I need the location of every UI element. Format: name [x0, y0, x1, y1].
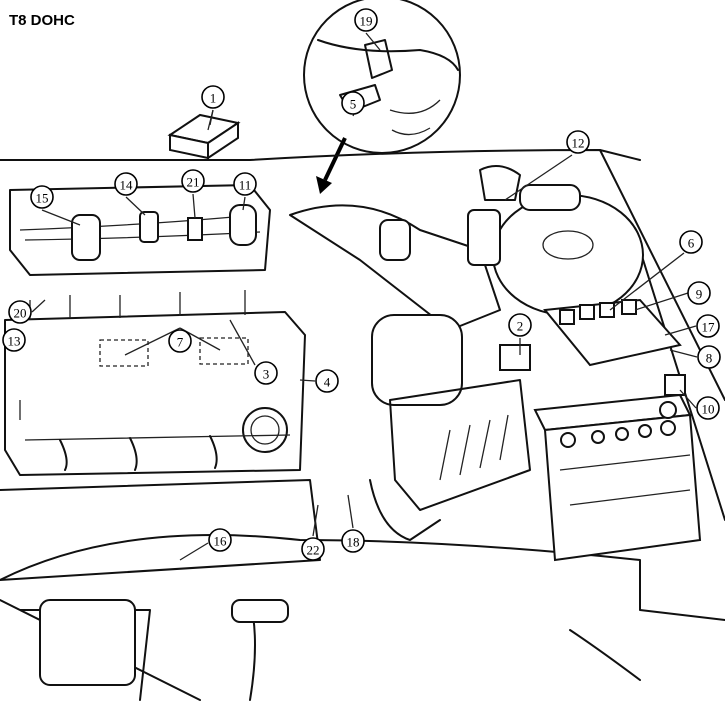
- callout-circle: [168, 329, 192, 353]
- callout-number: 8: [706, 351, 713, 366]
- fuse-relay-box: [499, 298, 686, 396]
- callout-circle: [254, 361, 278, 385]
- callout-circle: [233, 172, 257, 196]
- leader-lines: [31, 32, 698, 561]
- callout-circle: [30, 185, 54, 209]
- callout-13: 13: [2, 328, 26, 352]
- diagram-title: T8 DOHC: [9, 12, 75, 29]
- valve-cover: [4, 290, 306, 476]
- callout-4: 4: [315, 369, 339, 393]
- callout-number: 9: [696, 287, 703, 302]
- callout-number: 19: [360, 14, 373, 29]
- callout-number: 22: [307, 543, 320, 558]
- callout-circle: [315, 369, 339, 393]
- callout-number: 13: [8, 334, 21, 349]
- callout-17: 17: [696, 314, 720, 338]
- module-box: [167, 109, 241, 160]
- callout-circle: [354, 8, 378, 32]
- callout-number: 15: [36, 191, 49, 206]
- callout-number: 6: [688, 236, 695, 251]
- air-cleaner: [289, 204, 531, 541]
- callout-circle: [566, 130, 590, 154]
- callout-number: 14: [120, 178, 134, 193]
- callout-number: 11: [239, 178, 252, 193]
- brake-booster: [467, 165, 644, 316]
- callout-circle: [696, 396, 720, 420]
- callout-number: 10: [702, 402, 715, 417]
- callout-1: 1: [201, 85, 225, 109]
- callout-number: 17: [702, 320, 716, 335]
- callout-circle: [679, 230, 703, 254]
- cylinder-head: [9, 184, 271, 276]
- callout-20: 20: [8, 300, 32, 324]
- callout-8: 8: [697, 345, 721, 369]
- callout-circle: [341, 529, 365, 553]
- callout-number: 20: [14, 306, 27, 321]
- callout-16: 16: [208, 528, 232, 552]
- callout-number: 1: [210, 91, 217, 106]
- callout-14: 14: [114, 172, 138, 196]
- callout-7: 7: [168, 329, 192, 353]
- callout-circle: [2, 328, 26, 352]
- callout-number: 4: [324, 375, 331, 390]
- callout-circle: [341, 91, 365, 115]
- callout-10: 10: [696, 396, 720, 420]
- inset-detail: [303, 0, 461, 154]
- callout-12: 12: [566, 130, 590, 154]
- callout-number: 7: [177, 335, 184, 350]
- callout-22: 22: [301, 537, 325, 561]
- callout-circle: [181, 169, 205, 193]
- callout-9: 9: [687, 281, 711, 305]
- callout-2: 2: [508, 313, 532, 337]
- callout-number: 3: [263, 367, 270, 382]
- callout-number: 5: [350, 97, 357, 112]
- callout-number: 12: [572, 136, 585, 151]
- callout-18: 18: [341, 529, 365, 553]
- callout-circle: [8, 300, 32, 324]
- callout-15: 15: [30, 185, 54, 209]
- callout-6: 6: [679, 230, 703, 254]
- callout-11: 11: [233, 172, 257, 196]
- callout-number: 18: [347, 535, 360, 550]
- callout-circle: [114, 172, 138, 196]
- callout-circle: [697, 345, 721, 369]
- callout-circle: [687, 281, 711, 305]
- callout-3: 3: [254, 361, 278, 385]
- callout-circle: [201, 85, 225, 109]
- callout-19: 19: [354, 8, 378, 32]
- callout-circle: [301, 537, 325, 561]
- callout-number: 2: [517, 319, 524, 334]
- callout-21: 21: [181, 169, 205, 193]
- callout-circle: [208, 528, 232, 552]
- inset-arrow: [316, 137, 347, 194]
- callout-number: 16: [214, 534, 228, 549]
- callout-circle: [696, 314, 720, 338]
- battery: [533, 393, 702, 562]
- callout-circle: [508, 313, 532, 337]
- callout-number: 21: [187, 175, 200, 190]
- callout-5: 5: [341, 91, 365, 115]
